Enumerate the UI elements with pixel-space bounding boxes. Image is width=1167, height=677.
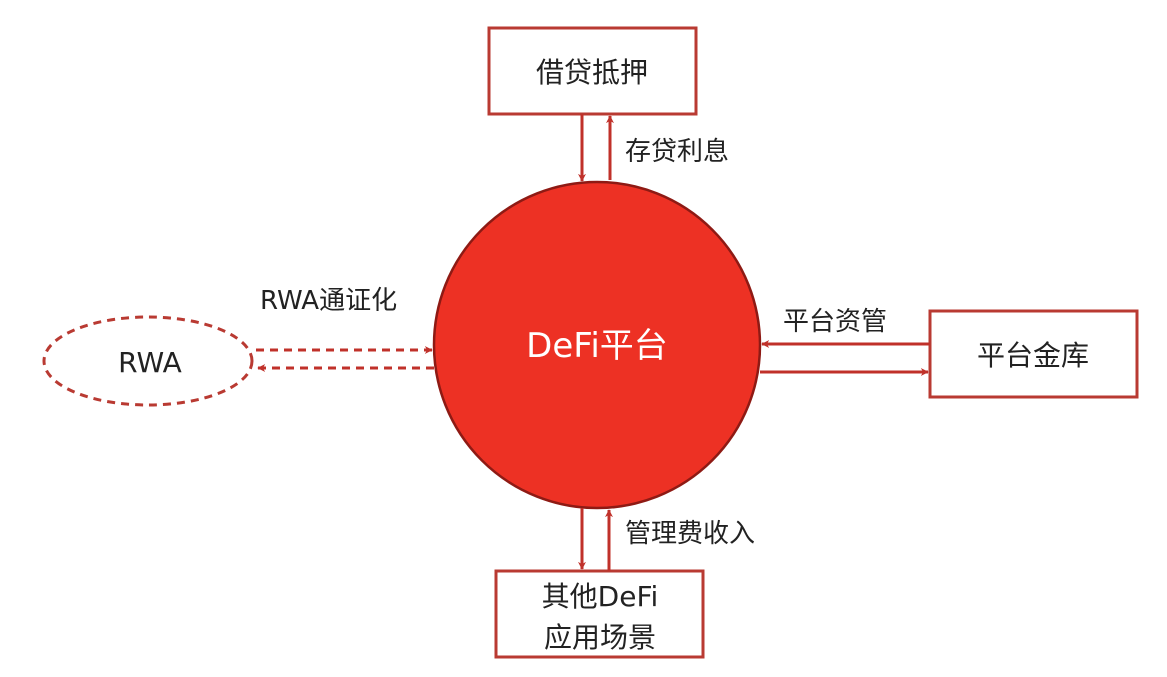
bottom-node: 其他DeFi 应用场景 bbox=[494, 569, 705, 659]
left-label: RWA bbox=[118, 346, 182, 379]
top-label: 借贷抵押 bbox=[536, 56, 648, 89]
bottom-edge-label: 管理费收入 bbox=[625, 519, 755, 549]
bottom-label-line-2: 应用场景 bbox=[544, 621, 656, 654]
bottom-label-line-1: 其他DeFi bbox=[542, 580, 659, 613]
center-circle bbox=[432, 180, 762, 510]
left-edge-label: RWA通证化 bbox=[260, 286, 397, 316]
right-node: 平台金库 bbox=[928, 309, 1139, 399]
right-label: 平台金库 bbox=[977, 339, 1089, 372]
left-node: RWA bbox=[42, 315, 254, 407]
top-box bbox=[487, 26, 698, 116]
bottom-box bbox=[494, 569, 705, 659]
right-edge-label: 平台资管 bbox=[783, 307, 887, 337]
top-node: 借贷抵押 bbox=[487, 26, 698, 116]
left-ellipse bbox=[42, 315, 254, 407]
right-box bbox=[928, 309, 1139, 399]
center-label: DeFi平台 bbox=[526, 326, 668, 366]
top-edge-label: 存贷利息 bbox=[625, 137, 729, 167]
center-node: DeFi平台 bbox=[432, 180, 762, 510]
